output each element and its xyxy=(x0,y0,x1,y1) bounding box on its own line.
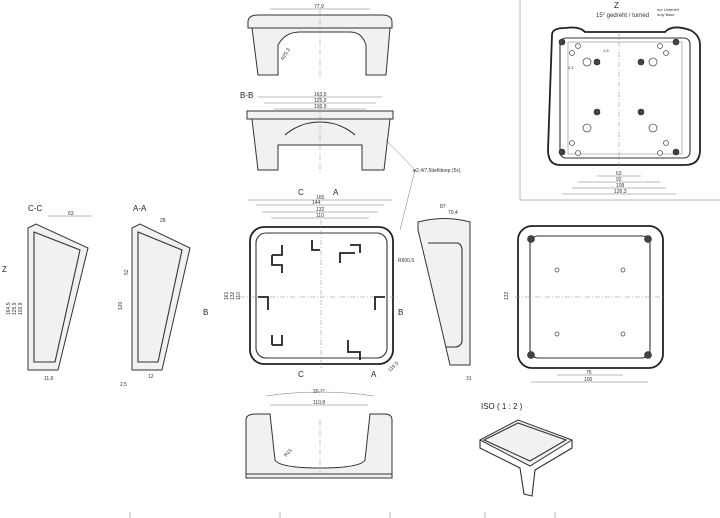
dim: 165 xyxy=(316,195,325,201)
section-marker-a: A xyxy=(371,370,377,379)
dim: 132 xyxy=(504,291,510,300)
dim: 11,6 xyxy=(44,376,54,382)
dim: 144 xyxy=(312,200,321,206)
dim: 120 xyxy=(118,301,124,310)
dim: 75 xyxy=(586,370,592,376)
z-holes xyxy=(558,38,680,156)
view-z-subtitle: 15° gedreht / turned xyxy=(596,13,649,19)
section-bb-title: B-B xyxy=(240,91,253,100)
front-outline xyxy=(249,226,394,365)
dim: 63 xyxy=(616,171,622,177)
dim-width: 77,9 xyxy=(314,4,324,10)
dim: 110,8 xyxy=(313,400,325,406)
z-outline xyxy=(547,26,701,166)
callout-leader xyxy=(385,139,416,171)
section-aa: A-A 28 52 120 2,5 12 xyxy=(118,204,191,388)
side-body xyxy=(417,218,471,366)
aa-body xyxy=(131,223,191,371)
dim: 109 xyxy=(616,183,625,189)
z-view-frame xyxy=(519,0,720,201)
dim-radius: R600,5 xyxy=(398,258,414,264)
dim: 132 xyxy=(230,291,236,300)
section-aa-title: A-A xyxy=(133,204,147,213)
dim-radius: R15 xyxy=(283,448,294,459)
section-marker-b: B xyxy=(398,308,403,317)
dim: 100 xyxy=(584,377,593,383)
iso-view: ISO ( 1 : 2 ) xyxy=(478,402,574,497)
dim: 2,4 xyxy=(568,65,574,70)
dim: 92 xyxy=(616,177,622,183)
rear-view: 20,7° 110,8 R15 xyxy=(245,389,393,479)
dim: 31 xyxy=(466,376,472,382)
front-view: C A C A B B 165 144 132 110 161 132 110 … xyxy=(203,188,414,379)
section-bb: B-B 163,5 125,9 103,9 xyxy=(240,91,394,175)
dim: 70,4 xyxy=(448,210,458,216)
dim: 28 xyxy=(160,218,166,224)
rear-body xyxy=(245,413,393,479)
section-cc: C-C Z 63 164,5 125,9 103,9 11,6 xyxy=(2,204,92,382)
bottom-view: 132 75 100 xyxy=(504,225,665,383)
dim: 125,9 xyxy=(12,302,18,315)
dim: 110 xyxy=(316,213,324,219)
view-z-title: Z xyxy=(614,1,619,10)
section-cc-title: C-C xyxy=(28,204,42,213)
view-z-note-de: nur Unterteil xyxy=(657,7,679,12)
dim: 119,5 xyxy=(387,360,400,373)
dim: 63 xyxy=(68,211,74,217)
view-z-note-en: only Base xyxy=(657,12,675,17)
view-z: Z 15° gedreht / turned nur Unterteil onl… xyxy=(547,1,701,195)
dim: 163,5 xyxy=(314,92,327,98)
frame-ticks xyxy=(129,512,556,518)
iso-body xyxy=(479,440,573,497)
dim: 103,9 xyxy=(314,104,327,110)
dim: 52 xyxy=(124,269,130,275)
section-marker-c: C xyxy=(298,188,304,197)
dim: 1,5 xyxy=(603,48,609,53)
section-marker-c: C xyxy=(298,370,304,379)
dim-radius: R25,3 xyxy=(280,47,292,62)
dim: 164,5 xyxy=(6,302,12,315)
iso-view-title: ISO ( 1 : 2 ) xyxy=(481,402,523,411)
dim: 132 xyxy=(316,207,325,213)
dim: 125,9 xyxy=(314,98,327,104)
section-marker-a: A xyxy=(333,188,339,197)
section-marker-b: B xyxy=(203,308,208,317)
cc-body xyxy=(27,223,89,371)
side-view: 87 70,4 31 xyxy=(417,204,472,382)
top-view: 77,9 R25,3 xyxy=(247,4,393,80)
dim: 2,5 xyxy=(120,382,127,388)
callout-text: ø2,4/7,5tief/deep (5x) xyxy=(413,168,461,174)
dim: 103,9 xyxy=(18,302,24,315)
bb-body xyxy=(251,118,391,171)
top-body xyxy=(251,27,391,76)
dim: 110 xyxy=(236,292,242,300)
dim: 161 xyxy=(224,291,230,300)
front-ribs xyxy=(258,240,385,360)
dim: 12 xyxy=(148,374,154,380)
view-z-marker: Z xyxy=(2,265,7,274)
dim: 87 xyxy=(440,204,446,210)
dim: 126,3 xyxy=(614,189,627,195)
